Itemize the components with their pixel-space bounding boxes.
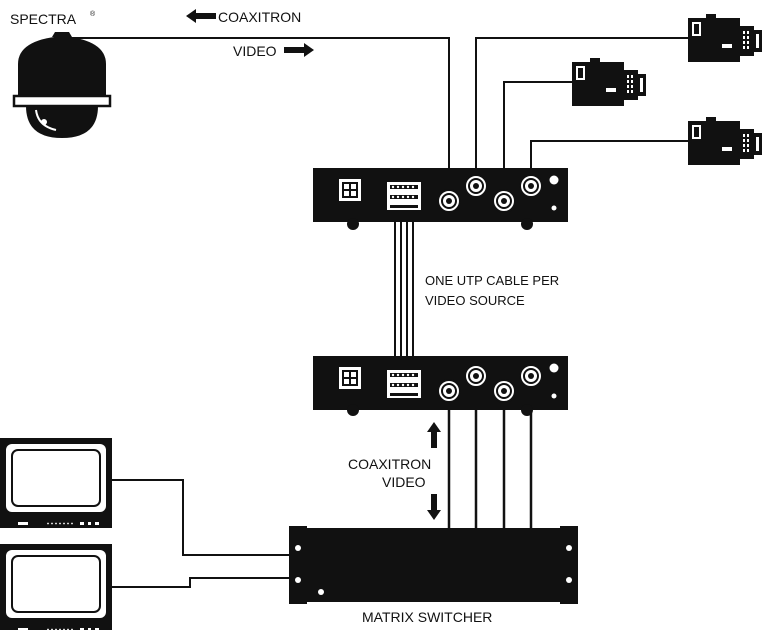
arrow-right-icon [284,43,314,57]
bnc-connector [519,364,543,388]
utp-cables [394,222,414,358]
monitor-icon-2 [0,543,113,630]
bottom-transceiver [313,356,568,416]
video-mid-label: VIDEO [382,474,426,490]
box-camera-icon-2 [572,58,646,106]
camera2-cable [503,81,572,176]
bnc-connector [519,174,543,198]
arrow-down-icon [427,494,441,520]
coaxitron-mid-label: COAXITRON [348,456,431,472]
switcher-input-cables [447,400,533,528]
video-top-label: VIDEO [233,43,277,59]
box-camera-icon-3 [688,117,762,165]
matrix-switcher [289,526,578,604]
monitor-icon-1 [0,437,113,529]
arrow-left-icon [186,9,216,23]
top-transceiver [313,168,568,230]
registered-mark: ® [90,10,96,18]
bnc-connector [437,379,461,403]
bnc-connector [464,174,488,198]
arrow-up-icon [427,422,441,448]
spectra-label: SPECTRA [10,11,77,27]
monitor2-cable [112,577,294,588]
dome-camera-icon [12,32,112,138]
bnc-connector [437,189,461,213]
camera3-cable [530,140,688,170]
utp-label-line2: VIDEO SOURCE [425,293,525,308]
bnc-connector [492,379,516,403]
monitor1-cable [112,479,294,556]
utp-label-line1: ONE UTP CABLE PER [425,273,559,288]
matrix-switcher-label: MATRIX SWITCHER [362,609,492,625]
coaxitron-top-label: COAXITRON [218,9,301,25]
spectra-cable [60,37,450,172]
box-camera-icon-1 [688,14,762,62]
wiring [60,37,688,588]
bnc-connector [492,189,516,213]
camera1-cable [475,37,688,168]
bnc-connector [464,364,488,388]
